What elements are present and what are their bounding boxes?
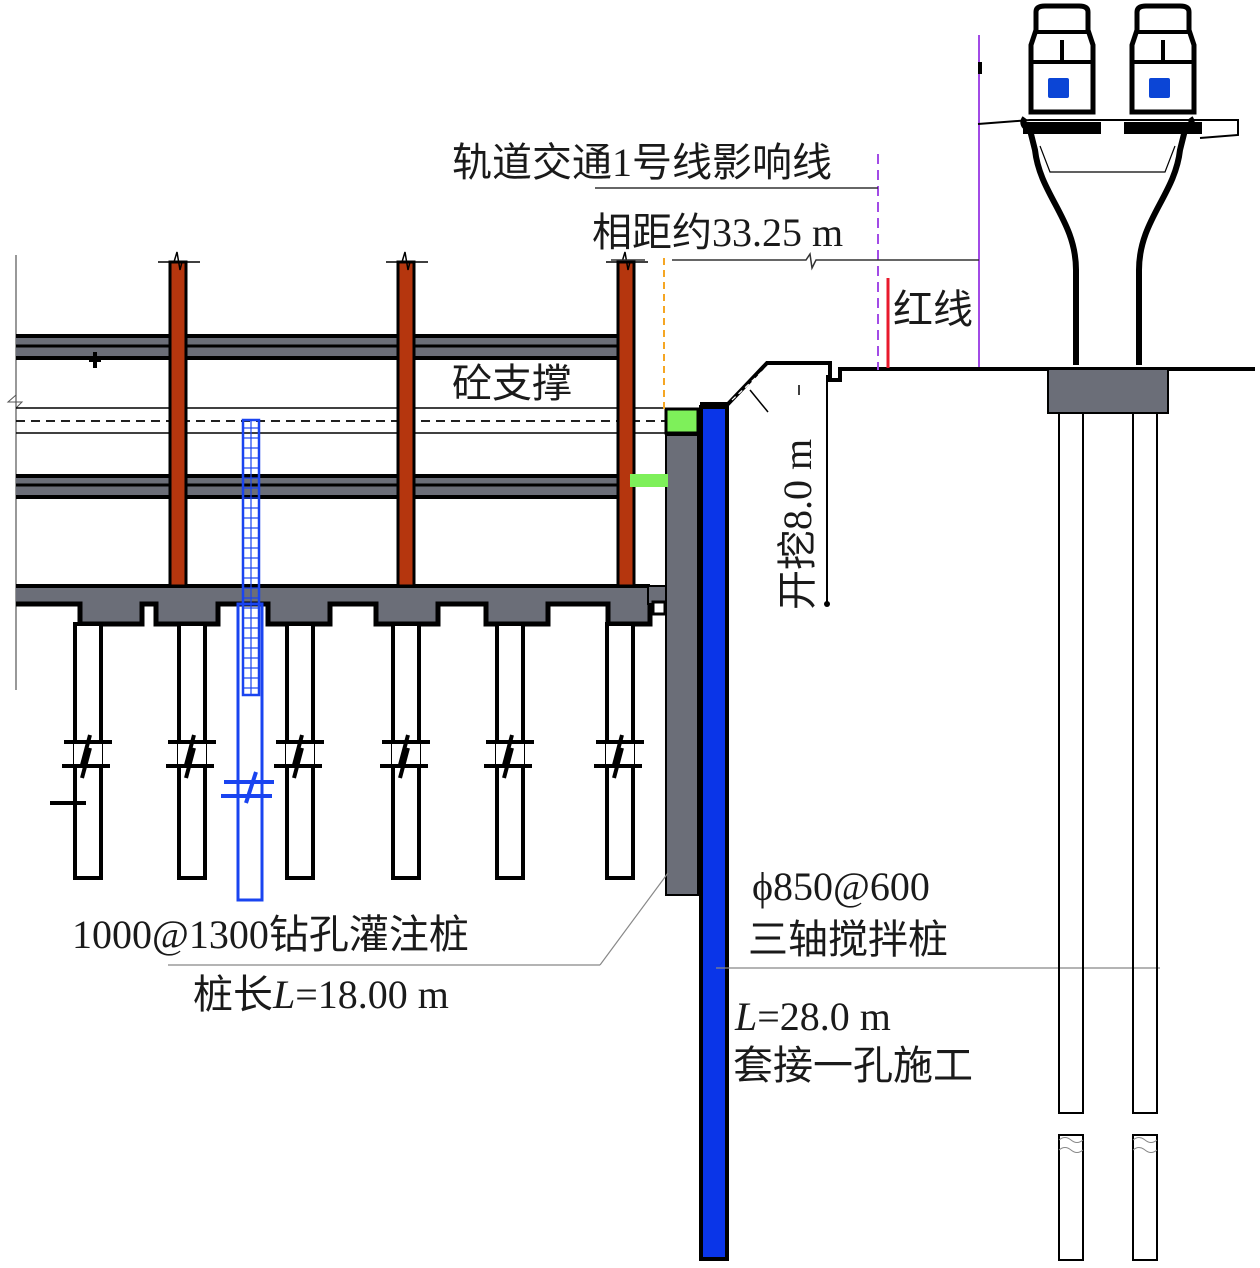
bored-pile bbox=[62, 622, 112, 880]
base-slab bbox=[16, 584, 667, 627]
distance-dimension-line bbox=[611, 251, 979, 271]
mixing-pile-spec-label: ϕ850@600 bbox=[752, 864, 930, 909]
mixing-pile-length-label: L=28.0 m bbox=[735, 997, 891, 1037]
pile-break-icon bbox=[80, 734, 92, 779]
concrete-support-label: 砼支撑 bbox=[452, 361, 572, 406]
mixing-pile bbox=[699, 405, 729, 1261]
retaining-structure bbox=[168, 407, 700, 966]
pile-break-icon bbox=[398, 734, 410, 779]
pile-outline bbox=[236, 602, 264, 902]
pile-break-icon bbox=[612, 734, 624, 779]
mixing-pile-name-label: 三轴搅拌桩 bbox=[748, 917, 948, 962]
pile-break-icon bbox=[244, 771, 258, 804]
bored-piles bbox=[50, 622, 644, 880]
column-break-mark bbox=[386, 251, 428, 271]
pile-cap bbox=[1047, 368, 1169, 414]
bored-pile bbox=[484, 622, 534, 880]
slab-upper bbox=[16, 334, 624, 360]
column bbox=[396, 260, 416, 588]
bored-pile bbox=[594, 622, 644, 880]
excavation-dimension bbox=[798, 375, 830, 607]
bored-pile bbox=[166, 622, 216, 880]
support-connector bbox=[630, 474, 668, 487]
bored-pile-length-value: =18.00 m bbox=[295, 972, 449, 1017]
influence-line-label: 轨道交通1号线影响线 bbox=[452, 140, 832, 185]
bored-pile-length-var: L bbox=[273, 972, 296, 1017]
crown-beam bbox=[664, 407, 700, 435]
viaduct-pile-lower bbox=[1132, 1134, 1158, 1261]
marker-plus-icon bbox=[89, 352, 101, 368]
train bbox=[1023, 3, 1101, 134]
column-break-mark bbox=[606, 251, 648, 271]
train bbox=[1124, 3, 1202, 134]
viaduct bbox=[977, 116, 1239, 1261]
viaduct-pile-upper bbox=[1058, 412, 1084, 1114]
train-logo-icon bbox=[1048, 78, 1069, 98]
marker bbox=[978, 62, 982, 74]
mixing-pile-length-var: L bbox=[735, 994, 758, 1039]
ground-surface bbox=[700, 361, 1255, 413]
column-break-mark bbox=[158, 251, 200, 271]
concrete-support-strip bbox=[16, 407, 665, 434]
trains bbox=[978, 3, 1202, 134]
columns bbox=[158, 251, 648, 588]
break-mark bbox=[6, 394, 24, 409]
viaduct-pile-lower bbox=[1058, 1134, 1084, 1261]
bored-pile bbox=[274, 622, 324, 880]
mixing-pile-length-value: =28.0 m bbox=[757, 994, 891, 1039]
column bbox=[616, 260, 636, 588]
red-line-label: 红线 bbox=[893, 287, 973, 332]
pile-break-icon bbox=[292, 734, 304, 779]
train-logo-icon bbox=[1149, 78, 1170, 98]
mixing-pile-note-label: 套接一孔施工 bbox=[733, 1043, 973, 1088]
excavation-depth-label: 开挖8.0 m bbox=[775, 438, 820, 610]
viaduct-pile-upper bbox=[1132, 412, 1158, 1114]
bogie bbox=[1124, 122, 1202, 134]
pile-break-icon bbox=[184, 734, 196, 779]
slab-middle bbox=[16, 474, 624, 499]
bored-pile bbox=[380, 622, 430, 880]
pile-break-icon bbox=[502, 734, 514, 779]
pile-break-icon bbox=[1132, 1137, 1158, 1153]
pile-break-icon bbox=[1058, 1137, 1084, 1153]
bored-pile-length-label: 桩长L=18.00 m bbox=[193, 975, 449, 1015]
column bbox=[168, 260, 188, 588]
bored-pile-spec-label: 1000@1300钻孔灌注桩 bbox=[72, 912, 469, 957]
bogie bbox=[1023, 122, 1101, 134]
bored-pile-length-prefix: 桩长 bbox=[193, 972, 273, 1017]
bored-pile-highlight bbox=[221, 418, 274, 902]
distance-label: 相距约33.25 m bbox=[592, 210, 844, 255]
